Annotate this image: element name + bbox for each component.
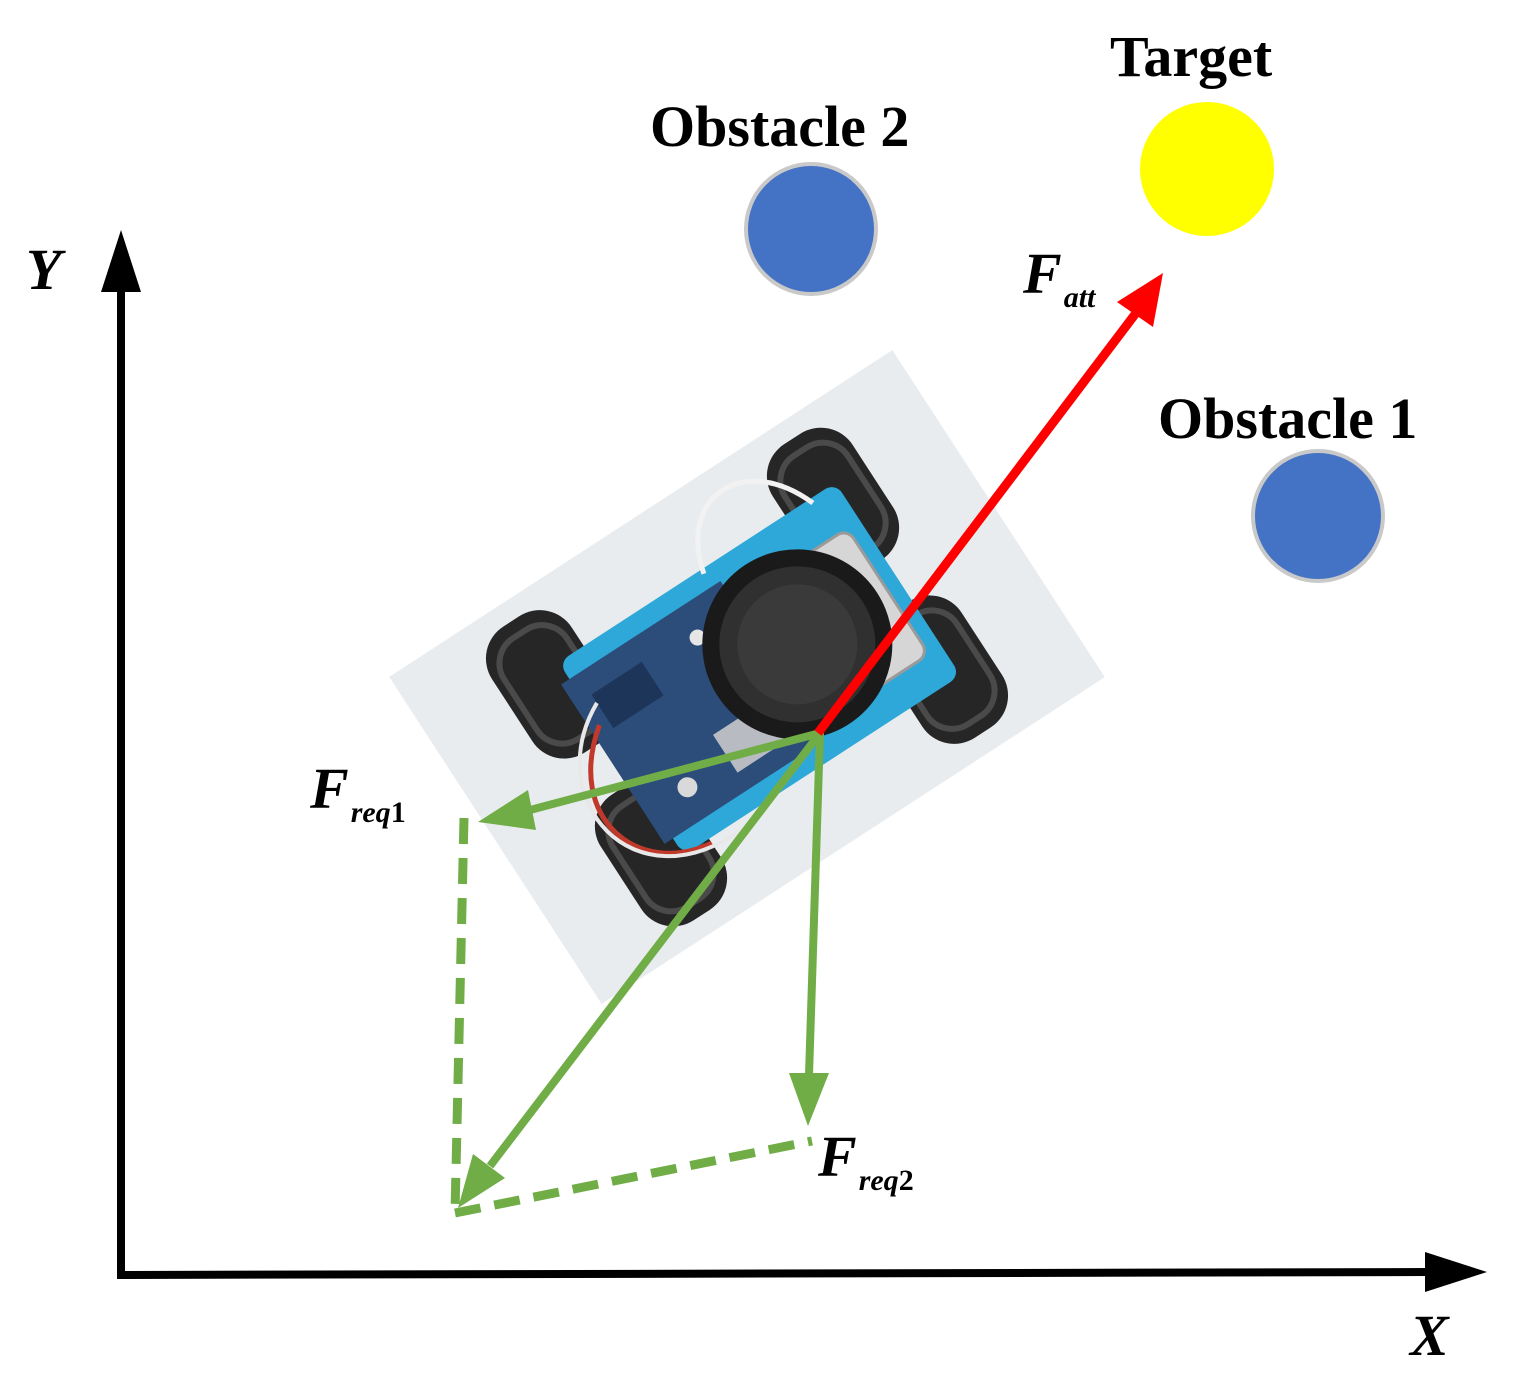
- obstacle-2-circle: [744, 162, 878, 296]
- y-axis: [101, 230, 141, 1277]
- target-circle: [1140, 102, 1274, 236]
- attractive-force-subscript: att: [1063, 281, 1096, 314]
- repulsive-force-2-index: 2: [898, 1164, 914, 1197]
- y-axis-arrowhead: [101, 230, 141, 292]
- attractive-force-arrowhead: [1117, 273, 1163, 327]
- force-construction-lines: [450, 817, 813, 1218]
- repulsive-force-2-label: Freq2: [818, 1128, 914, 1196]
- resultant-force-arrowhead: [458, 1154, 505, 1208]
- robot-car-icon: [389, 350, 1105, 1004]
- repulsive-force-1-subscript: req: [350, 796, 391, 829]
- x-axis-arrowhead: [1425, 1252, 1487, 1292]
- x-axis: [116, 1252, 1487, 1292]
- resultant-repulsive-force-arrow: [458, 730, 824, 1208]
- obstacle-2-label: Obstacle 2: [650, 94, 910, 159]
- obstacle-1-circle: [1251, 449, 1385, 583]
- repulsive-force-2-subscript: req: [858, 1164, 899, 1197]
- repulsive-force-2-arrowhead: [789, 1073, 829, 1126]
- repulsive-force-2-arrow: [789, 732, 829, 1126]
- repulsive-force-2-symbol: F: [818, 1124, 857, 1189]
- obstacle-1-label: Obstacle 1: [1158, 386, 1418, 451]
- repulsive-force-1-label: Freq1: [310, 760, 406, 828]
- attractive-force-symbol: F: [1023, 241, 1062, 306]
- target-label: Target: [1110, 24, 1273, 89]
- repulsive-force-1-arrow: [478, 729, 822, 830]
- attractive-force-arrow: [814, 273, 1163, 736]
- repulsive-force-1-index: 1: [390, 796, 406, 829]
- attractive-force-label: Fatt: [1023, 245, 1095, 313]
- y-axis-label: Y: [26, 237, 62, 302]
- repulsive-force-1-arrowhead: [478, 790, 536, 830]
- repulsive-force-1-symbol: F: [310, 756, 349, 821]
- x-axis-label: X: [1410, 1303, 1449, 1368]
